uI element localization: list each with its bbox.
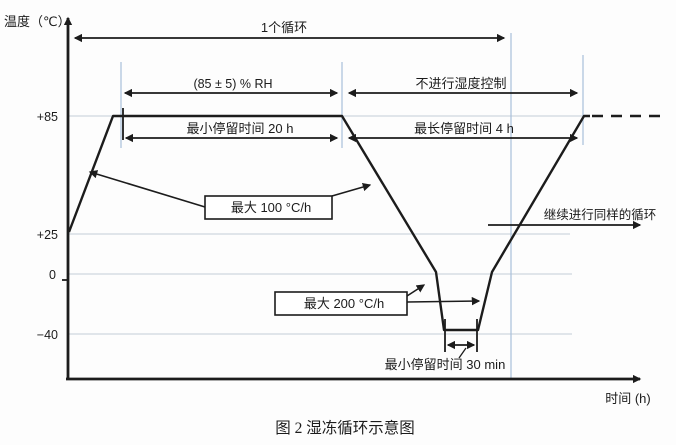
guide-lines [120,33,584,378]
leader-arrows [88,170,481,359]
cycle-span-label: 1个循环 [261,20,307,35]
max-rate-100-box [204,195,333,220]
y-tick-25: +25 [37,228,58,242]
y-tick-0: 0 [49,268,56,282]
max-dwell-4h-label: 最长停留时间 4 h [414,121,514,136]
y-axis-label: 温度（℃） [4,14,71,29]
y-tick-minus40: −40 [37,328,58,342]
max-rate-200-box [274,291,408,316]
dimension-arrows [73,33,642,350]
min-dwell-30min-label: 最小停留时间 30 min [385,357,506,372]
y-tick-labels: +85 +25 0 −40 [37,110,58,342]
figure-caption: 图 2 湿冻循环示意图 [275,418,415,437]
rate100-leader-right [331,182,372,197]
max-rate-100-label: 最大 100 °C/h [231,200,311,215]
min-dwell-20h-label: 最小停留时间 20 h [187,121,294,136]
rh-span-label: (85 ± 5) % RH [193,77,272,91]
y-tick-85: +85 [37,110,58,124]
rate100-leader-left [88,170,206,208]
max-rate-200-label: 最大 200 °C/h [304,296,384,311]
rate200-leader-right [406,296,481,306]
x-axis-label: 时间 (h) [605,391,651,406]
reference-ticks [62,108,478,352]
continue-cycles-label: 继续进行同样的循环 [544,207,657,222]
rate200-leader-up [406,284,426,297]
temperature-profile-curve [67,114,590,332]
no-humidity-label: 不进行湿度控制 [415,76,506,91]
dwell30-leader [458,347,467,359]
